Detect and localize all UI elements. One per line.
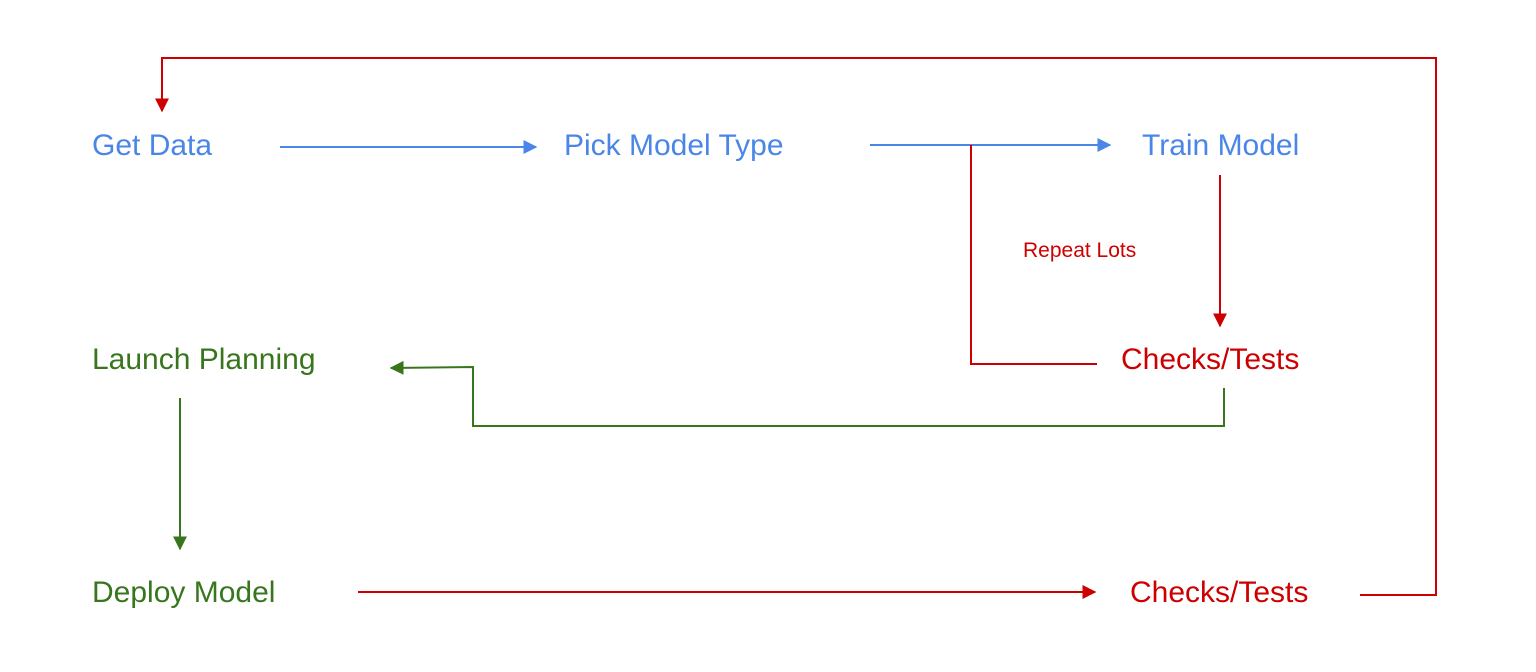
node-launch-planning: Launch Planning (92, 343, 316, 376)
edge-feedback-to-get-data (155, 57, 1437, 596)
node-get-data: Get Data (92, 129, 212, 162)
node-checks-tests-2: Checks/Tests (1130, 576, 1308, 609)
edge-checks-tests-to-launch-planning (389, 360, 1225, 427)
node-deploy-model: Deploy Model (92, 576, 275, 609)
edge-label-repeat-lots: Repeat Lots (1023, 239, 1136, 262)
node-checks-tests-1: Checks/Tests (1121, 343, 1299, 376)
node-pick-model-type: Pick Model Type (564, 129, 784, 162)
node-train-model: Train Model (1142, 129, 1299, 162)
edge-repeat-loop (970, 145, 1097, 365)
